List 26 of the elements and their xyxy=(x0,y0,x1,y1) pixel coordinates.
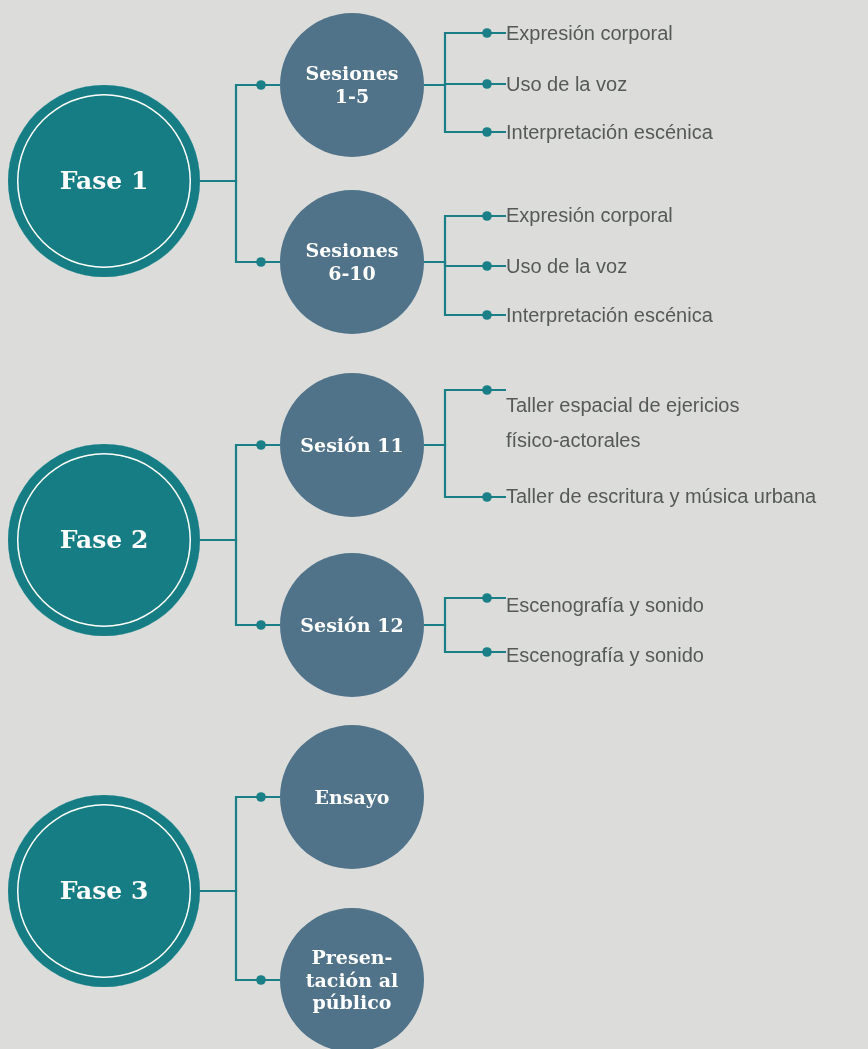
circle-label: Ensayo xyxy=(314,785,390,809)
circle-label: Fase 3 xyxy=(59,876,149,906)
connector-line xyxy=(200,889,280,985)
list-item-text: Uso de la voz xyxy=(506,249,846,284)
connector-line xyxy=(424,623,506,657)
list-item-text: Expresión corporal xyxy=(506,198,846,233)
circle-label: Sesión 12 xyxy=(300,613,404,637)
list-item-text: Expresión corporal xyxy=(506,16,846,51)
circle-label: Presen- tación al público xyxy=(304,945,400,1015)
circle-label: Fase 2 xyxy=(59,525,149,555)
connector-line xyxy=(200,538,280,630)
circle-label: Fase 1 xyxy=(59,166,149,196)
list-item-text: Taller espacial de ejericios físico-actorales xyxy=(506,388,796,458)
list-item-text: Escenografía y sonido xyxy=(506,638,846,673)
circle-label: Sesión 11 xyxy=(300,433,404,457)
list-item-text: Uso de la voz xyxy=(506,67,846,102)
list-item-text: Interpretación escénica xyxy=(506,298,846,333)
list-item-text: Interpretación escénica xyxy=(506,115,846,150)
connector-line xyxy=(200,179,280,267)
circle-label: Sesiones 6-10 xyxy=(304,239,400,285)
connector-line xyxy=(424,443,506,502)
list-item-text: Taller de escritura y música urbana xyxy=(506,479,866,514)
circle-label: Sesiones 1-5 xyxy=(304,62,400,108)
connector-line xyxy=(424,260,506,320)
connector-line xyxy=(424,83,506,137)
list-item-text: Escenografía y sonido xyxy=(506,588,846,623)
